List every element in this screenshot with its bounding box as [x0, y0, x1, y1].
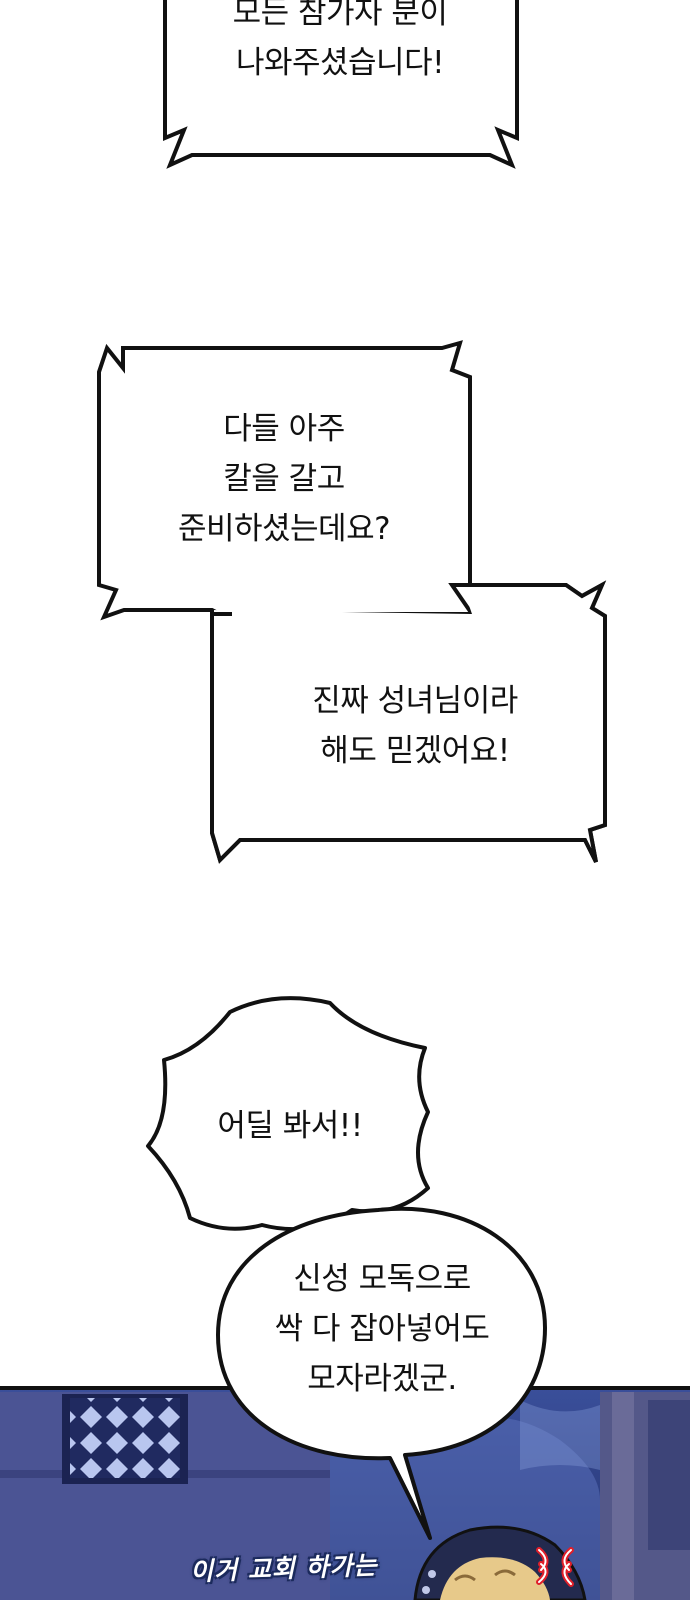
narration-box-top — [163, 0, 519, 169]
narration-text-top: 모든 참가자 분이 나와주셨습니다! — [232, 0, 448, 81]
round-speech-bubble — [216, 1206, 547, 1540]
sfx-text: 이거 교회 하가는 — [189, 1550, 378, 1587]
speech-text-right: 진짜 성녀님이라 해도 믿겠어요! — [312, 683, 518, 769]
round-bubble-text: 신성 모독으로 싹 다 잡아넣어도 모자라겠군. — [274, 1261, 490, 1397]
shout-text: 어딜 봐서!! — [217, 1108, 363, 1144]
speech-text-left: 다들 아주 칼을 갈고 준비하셨는데요? — [177, 411, 391, 547]
anger-mark-icon — [536, 1547, 574, 1587]
shout-bubble — [146, 996, 430, 1232]
